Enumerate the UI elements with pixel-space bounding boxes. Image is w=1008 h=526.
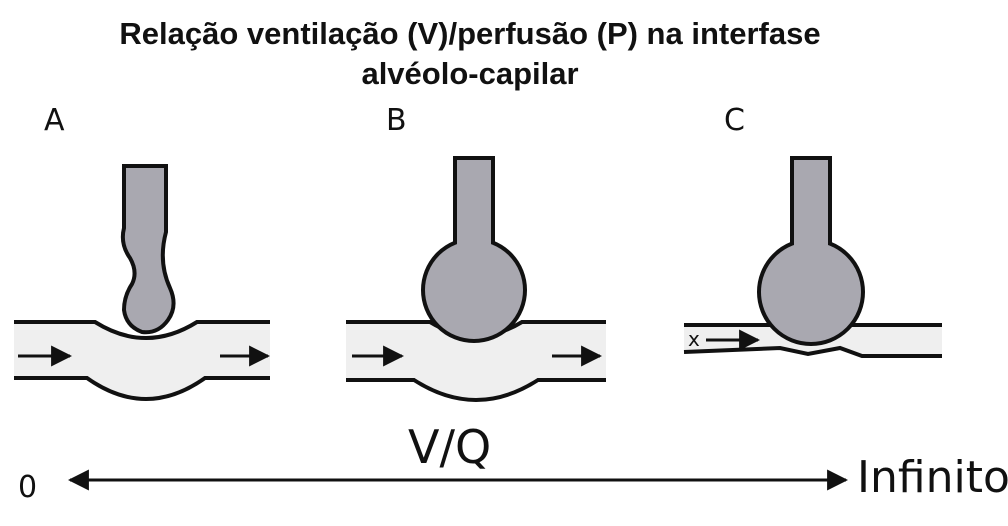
diagram-title: Relação ventilação (V)/perfusão (P) na i…: [0, 14, 940, 94]
alveolus-b: [421, 237, 527, 343]
title-line-2: alvéolo-capilar: [361, 56, 579, 91]
capillary-a-top-wall: [14, 320, 270, 340]
panel-b: [346, 156, 606, 402]
title-line-1: Relação ventilação (V)/perfusão (P) na i…: [119, 16, 821, 51]
alveolus-c: [757, 238, 865, 346]
capillary-a-bottom-wall: [14, 376, 270, 401]
collapsed-alveolus-a: [120, 164, 176, 335]
axis-left-label: 0: [18, 470, 38, 505]
capillary-a: [14, 322, 270, 399]
airway-c-joint: [794, 226, 828, 246]
capillary-c-marker: x: [688, 327, 700, 351]
capillary-c-bottom-wall: [683, 345, 942, 358]
capillary-b: [346, 322, 606, 400]
axis-right-label: Infinito: [857, 452, 1008, 503]
panel-label-c: C: [724, 103, 745, 138]
vq-axis-label: V/Q: [408, 420, 492, 474]
panel-label-b: B: [386, 103, 407, 138]
panel-label-a: A: [44, 103, 65, 138]
airway-b-joint: [457, 226, 491, 246]
panel-c: x: [683, 156, 942, 358]
capillary-b-bottom-wall: [346, 378, 606, 402]
panel-a: [14, 164, 271, 401]
